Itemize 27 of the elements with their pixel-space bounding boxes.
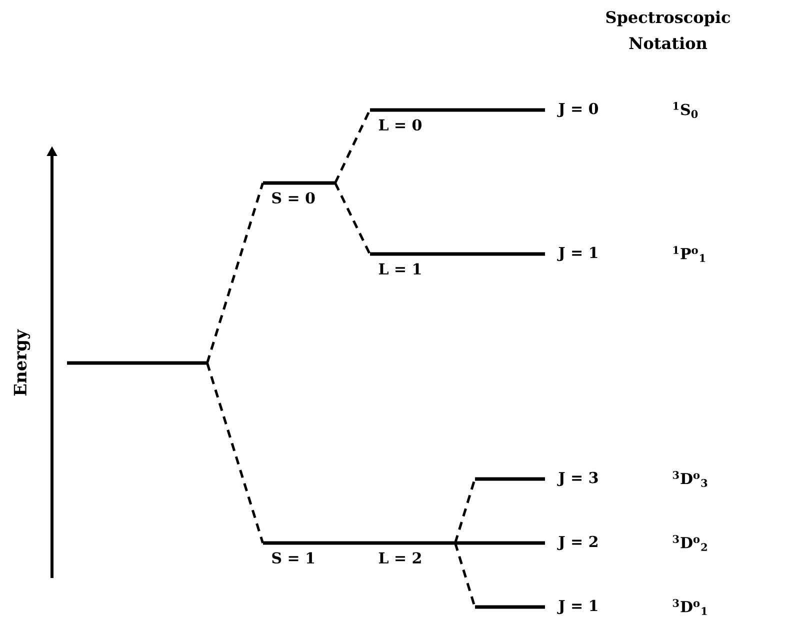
node-label: S = 0: [272, 192, 315, 204]
level-label: J = 3: [557, 472, 598, 486]
term-symbol: $^{3}$D$^{o}$2: [672, 535, 707, 551]
level-label: J = 2: [557, 536, 598, 550]
level-label: J = 1: [557, 246, 598, 262]
energy-level: L = 1: [370, 252, 545, 274]
energy-level: S = 1: [263, 541, 370, 564]
term-symbol: $^{1}$P$^{o}$1: [674, 246, 706, 262]
level-label: J = 0: [557, 102, 598, 118]
energy-level: S = 0: [263, 181, 335, 204]
axis-label: Energy: [14, 329, 30, 396]
term-symbol: $^{3}$D$^{o}$1: [672, 599, 707, 615]
term-symbol: $^{1}$S$_{0}$: [674, 102, 698, 118]
dashed-connector: [334, 182, 371, 255]
energy-level: [67, 361, 207, 365]
dashed-connector: [206, 362, 264, 544]
dashed-connector: [334, 109, 371, 184]
dashed-connector: [454, 478, 476, 544]
energy-level: L = 0: [370, 108, 545, 131]
term-symbol: $^{3}$D$^{o}$3: [672, 471, 708, 487]
node-label: L = 2: [378, 552, 421, 564]
level-label: J = 1: [557, 600, 598, 614]
dashed-connector: [206, 182, 264, 364]
dashed-connector: [454, 542, 476, 608]
node-label: S = 1: [272, 552, 314, 564]
energy-level: L = 2: [370, 541, 455, 564]
column-heading: Spectroscopic Notation: [606, 10, 730, 50]
